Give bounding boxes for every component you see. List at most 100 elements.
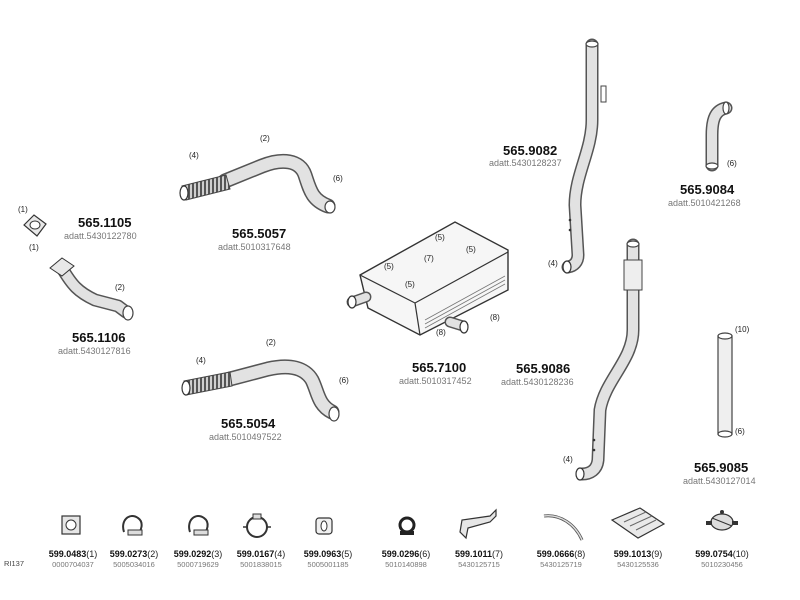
- accessory-ref: 5005034016: [113, 560, 155, 569]
- callout: (6): [735, 427, 745, 436]
- part-565-1106-drawing: [49, 257, 134, 321]
- accessory-number: 599.0296: [381, 549, 420, 559]
- part-ref-565-9082: adatt.5430128237: [489, 158, 562, 168]
- band-clamp-icon: [243, 513, 271, 538]
- clamp-icon: [398, 516, 416, 535]
- part-565-9084-drawing: [705, 101, 733, 172]
- part-565-7100-drawing: [346, 221, 509, 336]
- part-ref-565-9084: adatt.5010421268: [668, 198, 741, 208]
- accessory-qty: (4): [274, 549, 286, 559]
- diagram-code: RI137: [4, 559, 25, 568]
- accessory-ref: 5005001185: [307, 560, 349, 569]
- part-ref-565-5057: adatt.5010317648: [218, 242, 291, 252]
- part-number-565-9086: 565.9086: [516, 361, 571, 376]
- accessory-qty: (7): [492, 549, 504, 559]
- accessory-qty: (2): [147, 549, 159, 559]
- flange-gasket-icon: [61, 515, 81, 535]
- accessory-qty: (3): [211, 549, 223, 559]
- part-ref-565-9085: adatt.5430127014: [683, 476, 756, 486]
- part-565-5054-drawing: [181, 359, 340, 422]
- accessory-599-1011: 599.1011(7) 5430125715: [436, 549, 522, 569]
- accessory-ref: 5010140898: [385, 560, 427, 569]
- rain-cap-icon: [706, 510, 738, 531]
- clamp-icon: [188, 514, 209, 536]
- accessory-ref: 5001838015: [240, 560, 282, 569]
- rubber-mount-icon: [315, 517, 333, 535]
- accessory-number: 599.1011: [454, 549, 493, 559]
- callout: (2): [260, 134, 270, 143]
- part-number-565-5057: 565.5057: [232, 226, 287, 241]
- accessory-599-1013: 599.1013(9) 5430125536: [595, 549, 681, 569]
- part-number-565-9084: 565.9084: [680, 182, 735, 197]
- accessory-number: 599.0666: [536, 549, 575, 559]
- callout: (5): [384, 262, 394, 271]
- part-565-9086-drawing: [575, 238, 643, 481]
- callout: (8): [436, 328, 446, 337]
- part-565-9085-drawing: [717, 332, 733, 438]
- part-565-1105-drawing: [23, 214, 47, 237]
- accessory-number: 599.0483: [48, 549, 87, 559]
- accessory-qty: (5): [341, 549, 353, 559]
- part-number-565-1106: 565.1106: [72, 330, 126, 345]
- accessory-ref: 5430125719: [540, 560, 582, 569]
- part-ref-565-7100: adatt.5010317452: [399, 376, 472, 386]
- callout: (10): [735, 325, 750, 334]
- accessory-ref: 5430125536: [617, 560, 659, 569]
- part-ref-565-5054: adatt.5010497522: [209, 432, 282, 442]
- callout: (4): [189, 151, 199, 160]
- accessory-qty: (10): [732, 549, 749, 559]
- part-565-9082-drawing: [561, 38, 607, 274]
- callout: (1): [18, 205, 28, 214]
- accessory-599-0483: 599.0483(1) 0000704037: [30, 549, 116, 569]
- accessory-number: 599.0963: [303, 549, 342, 559]
- part-number-565-7100: 565.7100: [412, 360, 467, 375]
- accessory-599-0273: 599.0273(2) 5005034016: [91, 549, 177, 569]
- accessory-number: 599.0167: [236, 549, 275, 559]
- accessory-number: 599.1013: [613, 549, 652, 559]
- clamp-icon: [122, 514, 143, 536]
- callout: (5): [435, 233, 445, 242]
- callout: (4): [196, 356, 206, 365]
- callout: (6): [339, 376, 349, 385]
- accessory-number: 599.0292: [173, 549, 212, 559]
- accessory-599-0666: 599.0666(8) 5430125719: [518, 549, 604, 569]
- callout: (8): [490, 313, 500, 322]
- part-ref-565-1106: adatt.5430127816: [58, 346, 131, 356]
- accessory-ref: 5010230456: [701, 560, 743, 569]
- part-ref-565-1105: adatt.5430122780: [64, 231, 137, 241]
- accessory-qty: (8): [574, 549, 586, 559]
- part-number-565-5054: 565.5054: [221, 416, 276, 431]
- strap-icon: [543, 514, 584, 541]
- accessory-qty: (6): [419, 549, 431, 559]
- callout: (1): [29, 243, 39, 252]
- callout: (5): [466, 245, 476, 254]
- accessory-qty: (1): [86, 549, 98, 559]
- callout: (4): [563, 455, 573, 464]
- callout: (7): [424, 254, 434, 263]
- callout: (4): [548, 259, 558, 268]
- accessory-number: 599.0754: [695, 549, 733, 559]
- accessory-599-0296: 599.0296(6) 5010140898: [363, 549, 449, 569]
- heat-shield-icon: [610, 507, 666, 539]
- accessory-599-0292: 599.0292(3) 5000719629: [155, 549, 241, 569]
- callout: (5): [405, 280, 415, 289]
- accessory-qty: (9): [651, 549, 663, 559]
- accessory-ref: 5430125715: [458, 560, 500, 569]
- callout: (2): [266, 338, 276, 347]
- accessory-599-0963: 599.0963(5) 5005001185: [285, 549, 371, 569]
- accessory-ref: 5000719629: [177, 560, 219, 569]
- callout: (2): [115, 283, 125, 292]
- callout: (6): [333, 174, 343, 183]
- part-number-565-1105: 565.1105: [78, 215, 132, 230]
- part-ref-565-9086: adatt.5430128236: [501, 377, 574, 387]
- bracket-icon: [459, 508, 497, 540]
- part-number-565-9085: 565.9085: [694, 460, 749, 475]
- part-565-5057-drawing: [179, 153, 336, 214]
- accessory-599-0167: 599.0167(4) 5001838015: [218, 549, 304, 569]
- accessory-599-0754: 599.0754(10) 5010230456: [679, 549, 765, 569]
- part-number-565-9082: 565.9082: [503, 143, 558, 158]
- accessory-number: 599.0273: [109, 549, 148, 559]
- callout: (6): [727, 159, 737, 168]
- accessory-ref: 0000704037: [52, 560, 94, 569]
